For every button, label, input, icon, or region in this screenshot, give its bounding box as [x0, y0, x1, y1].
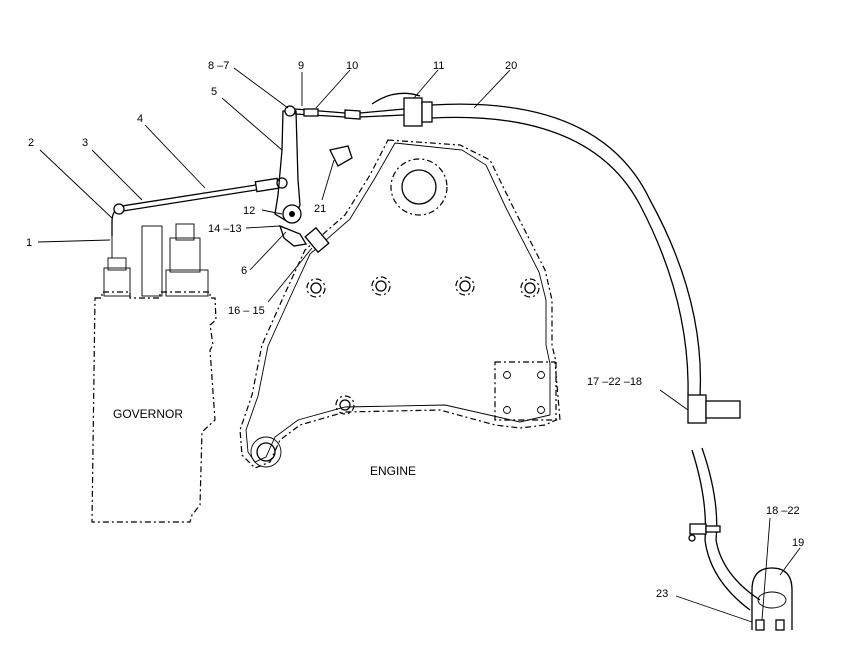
- callout-1: 1: [26, 237, 32, 249]
- callout-10: 10: [346, 60, 358, 72]
- callout-3: 3: [82, 137, 88, 149]
- callout-21: 21: [314, 203, 326, 215]
- component-labels: GOVERNOR ENGINE: [113, 407, 416, 478]
- callout-16-15: 16 – 15: [228, 305, 265, 317]
- governor-label: GOVERNOR: [113, 407, 183, 421]
- callout-numbers: 1 2 3 4 5 6 8 –7 9 10 11 12 14 –13 16 – …: [26, 60, 804, 600]
- engine-label: ENGINE: [370, 464, 416, 478]
- callout-23: 23: [656, 588, 668, 600]
- callout-6: 6: [241, 265, 247, 277]
- engine-outline: [239, 139, 561, 469]
- linkage-assembly: [111, 92, 793, 631]
- callout-9: 9: [298, 60, 304, 72]
- callout-5: 5: [211, 86, 217, 98]
- governor-housing: [91, 223, 217, 523]
- callout-19: 19: [792, 537, 804, 549]
- callout-12: 12: [243, 205, 255, 217]
- callout-14-13: 14 –13: [208, 223, 242, 235]
- leader-lines: [37, 67, 801, 623]
- callout-18-22: 18 –22: [766, 505, 800, 517]
- callout-20: 20: [505, 60, 517, 72]
- callout-17-22-18: 17 –22 –18: [587, 376, 642, 388]
- callout-11: 11: [433, 60, 444, 72]
- callout-2: 2: [28, 137, 34, 149]
- callout-4: 4: [137, 113, 143, 125]
- callout-8-7: 8 –7: [208, 60, 229, 72]
